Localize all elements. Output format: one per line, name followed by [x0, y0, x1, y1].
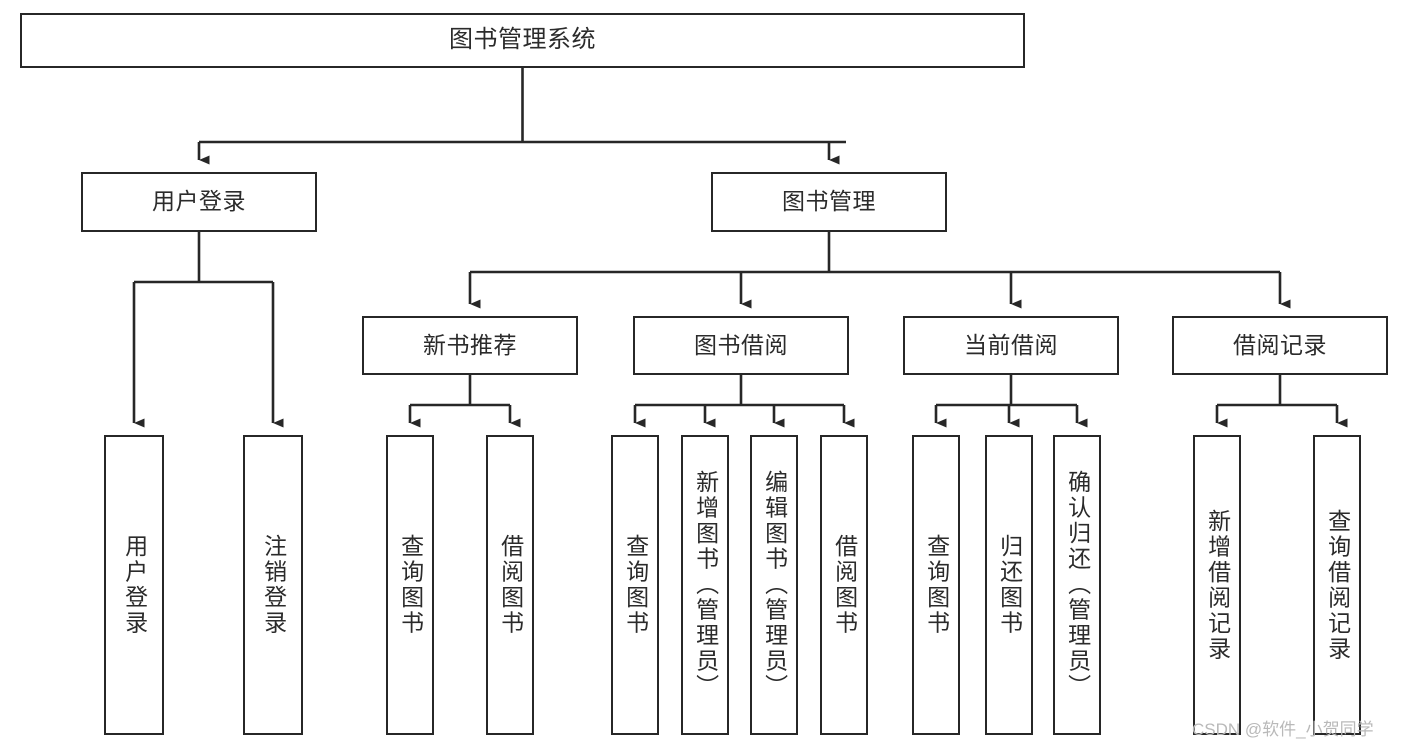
node-leaf-query-book-2[interactable]: 查询图书: [611, 435, 659, 735]
node-book-borrow[interactable]: 图书借阅: [633, 316, 849, 375]
node-label: 归还图书: [996, 534, 1023, 636]
node-label: 查询图书: [923, 534, 950, 636]
node-leaf-borrow-book-2[interactable]: 借阅图书: [820, 435, 868, 735]
node-root-system[interactable]: 图书管理系统: [20, 13, 1025, 68]
node-label: 借阅记录: [1233, 331, 1327, 358]
node-new-book-recommend[interactable]: 新书推荐: [362, 316, 578, 375]
node-leaf-confirm-return[interactable]: 确认归还（管理员）: [1053, 435, 1101, 735]
node-leaf-user-login[interactable]: 用户登录: [104, 435, 164, 735]
node-label: 当前借阅: [964, 331, 1058, 358]
node-label: 图书管理系统: [449, 26, 596, 54]
node-label: 借阅图书: [831, 534, 858, 636]
node-label: 编辑图书（管理员）: [761, 470, 788, 700]
node-borrow-record[interactable]: 借阅记录: [1172, 316, 1388, 375]
node-label: 查询图书: [397, 534, 424, 636]
node-label: 查询借阅记录: [1324, 508, 1351, 662]
node-label: 确认归还（管理员）: [1064, 470, 1091, 700]
node-label: 用户登录: [152, 188, 246, 215]
node-label: 用户登录: [121, 534, 148, 636]
node-label: 新增图书（管理员）: [692, 470, 719, 700]
node-leaf-add-record[interactable]: 新增借阅记录: [1193, 435, 1241, 735]
node-leaf-add-book[interactable]: 新增图书（管理员）: [681, 435, 729, 735]
node-leaf-return-book[interactable]: 归还图书: [985, 435, 1033, 735]
node-leaf-query-book-1[interactable]: 查询图书: [386, 435, 434, 735]
node-leaf-query-record[interactable]: 查询借阅记录: [1313, 435, 1361, 735]
node-current-borrow[interactable]: 当前借阅: [903, 316, 1119, 375]
node-label: 新书推荐: [423, 331, 517, 358]
node-leaf-logout-login[interactable]: 注销登录: [243, 435, 303, 735]
node-user-login[interactable]: 用户登录: [81, 172, 317, 232]
node-label: 图书管理: [782, 188, 876, 215]
node-label: 注销登录: [260, 534, 287, 636]
node-label: 图书借阅: [694, 331, 788, 358]
node-label: 查询图书: [622, 534, 649, 636]
node-label: 新增借阅记录: [1204, 508, 1231, 662]
node-leaf-edit-book[interactable]: 编辑图书（管理员）: [750, 435, 798, 735]
node-label: 借阅图书: [497, 534, 524, 636]
node-leaf-borrow-book-1[interactable]: 借阅图书: [486, 435, 534, 735]
node-leaf-query-book-3[interactable]: 查询图书: [912, 435, 960, 735]
node-book-management[interactable]: 图书管理: [711, 172, 947, 232]
